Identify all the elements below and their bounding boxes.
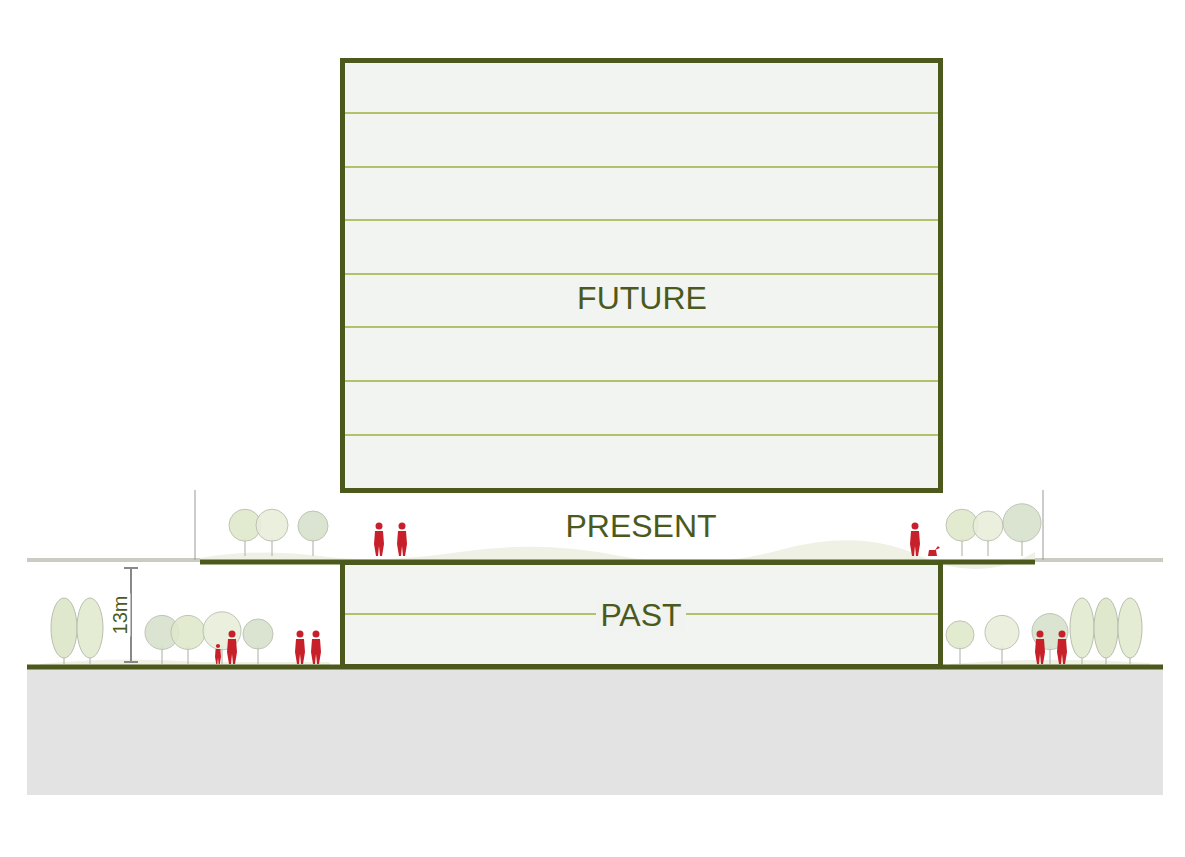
dog (928, 546, 940, 556)
trees (51, 504, 1142, 664)
tree (1003, 504, 1041, 556)
tree (1094, 598, 1118, 664)
tree (171, 615, 205, 664)
floor-lines (345, 113, 938, 614)
tree (1032, 614, 1068, 664)
ground (27, 667, 1163, 795)
ground-mound (40, 659, 330, 665)
person (910, 523, 920, 557)
tree (256, 509, 288, 556)
person (397, 523, 407, 557)
level-label: PRESENT (565, 510, 716, 542)
person (1035, 631, 1045, 665)
tree (51, 598, 77, 664)
podium-fill (342, 562, 941, 667)
grade-line (27, 558, 200, 562)
dimension-label: 13m (110, 594, 130, 637)
grade-line (1035, 558, 1163, 562)
tree (1118, 598, 1142, 664)
podium-block: PAST (340, 560, 943, 669)
tree (985, 615, 1019, 664)
person (1057, 631, 1067, 665)
tree (77, 598, 103, 664)
tower-fill (342, 60, 941, 491)
person (227, 631, 237, 665)
person (374, 523, 384, 557)
tree (203, 612, 241, 664)
person (295, 631, 305, 665)
tree (1070, 598, 1094, 664)
tree (229, 509, 261, 556)
tree (298, 511, 328, 556)
person (311, 631, 321, 665)
tree (946, 509, 978, 556)
block-label: PAST (596, 599, 685, 631)
edge-line (195, 490, 196, 560)
tree (243, 619, 273, 664)
tree (973, 511, 1003, 556)
person (215, 644, 221, 664)
tree (946, 621, 974, 664)
block-label: FUTURE (577, 282, 707, 314)
edge-line (1043, 490, 1044, 560)
tower-block: FUTURE (340, 58, 943, 493)
